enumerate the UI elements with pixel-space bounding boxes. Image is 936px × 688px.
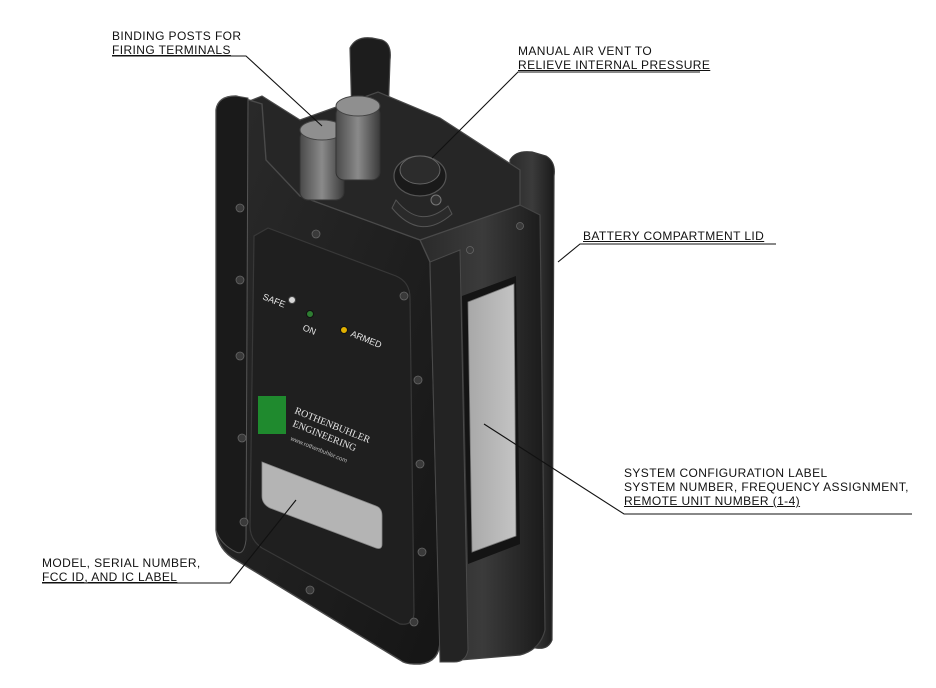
callout-air-vent-line2: RELIEVE INTERNAL PRESSURE bbox=[518, 58, 710, 72]
callout-system-config-line2: SYSTEM NUMBER, FREQUENCY ASSIGNMENT, bbox=[624, 480, 909, 494]
callout-system-config-line1: SYSTEM CONFIGURATION LABEL bbox=[624, 466, 909, 480]
callout-battery-lid-line1: BATTERY COMPARTMENT LID bbox=[583, 229, 764, 243]
callout-binding-posts-line2: FIRING TERMINALS bbox=[112, 43, 241, 57]
callout-air-vent: MANUAL AIR VENT TO RELIEVE INTERNAL PRES… bbox=[518, 44, 710, 72]
callout-system-config-line3: REMOTE UNIT NUMBER (1-4) bbox=[624, 494, 909, 508]
callout-model-label-line2: FCC ID, AND IC LABEL bbox=[42, 570, 201, 584]
callout-system-config: SYSTEM CONFIGURATION LABEL SYSTEM NUMBER… bbox=[624, 466, 909, 508]
led-armed-icon bbox=[341, 327, 348, 334]
callout-model-label-line1: MODEL, SERIAL NUMBER, bbox=[42, 556, 201, 570]
callout-air-vent-line1: MANUAL AIR VENT TO bbox=[518, 44, 710, 58]
callout-battery-lid: BATTERY COMPARTMENT LID bbox=[583, 229, 764, 243]
front-left-rail bbox=[216, 96, 248, 553]
brand-logo-icon bbox=[258, 396, 286, 434]
callout-binding-posts-line1: BINDING POSTS FOR bbox=[112, 29, 241, 43]
led-safe-icon bbox=[289, 297, 296, 304]
callout-model-label: MODEL, SERIAL NUMBER, FCC ID, AND IC LAB… bbox=[42, 556, 201, 584]
system-configuration-label bbox=[462, 276, 520, 564]
led-on-icon bbox=[307, 311, 314, 318]
callout-binding-posts: BINDING POSTS FOR FIRING TERMINALS bbox=[112, 29, 241, 57]
